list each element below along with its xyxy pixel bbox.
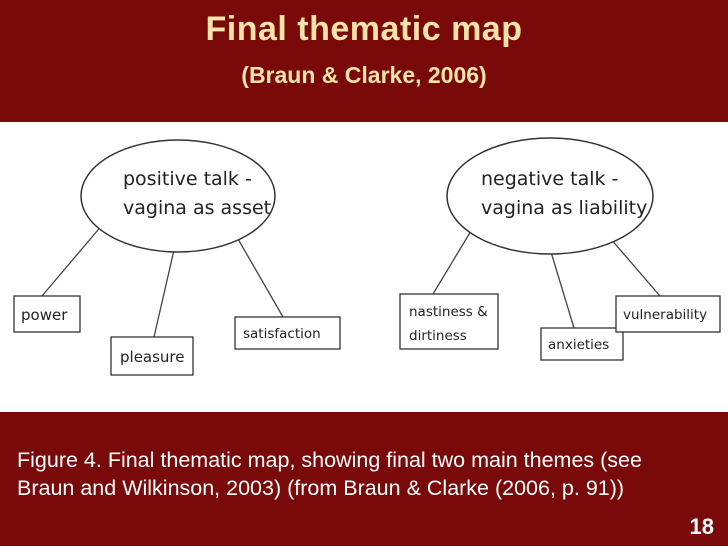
subtheme-satisfaction-label: satisfaction xyxy=(243,326,321,342)
thematic-map-diagram: positive talk - vagina as asset negative… xyxy=(13,137,721,376)
subtheme-power: power xyxy=(13,295,81,333)
subtheme-pleasure-label: pleasure xyxy=(120,348,185,366)
theme-negative-line2: vagina as liability xyxy=(481,197,647,219)
subtheme-vulnerability-label: vulnerability xyxy=(623,307,707,323)
subtheme-nastiness-line1: nastiness & xyxy=(409,304,488,320)
subtheme-pleasure: pleasure xyxy=(110,336,194,376)
subtheme-anxieties-label: anxieties xyxy=(548,337,609,353)
theme-positive-line2: vagina as asset xyxy=(123,197,271,219)
subtheme-vulnerability: vulnerability xyxy=(615,295,721,333)
subtheme-satisfaction: satisfaction xyxy=(234,316,341,350)
page-number: 18 xyxy=(689,514,714,539)
thematic-map-figure: positive talk - vagina as asset negative… xyxy=(0,122,728,412)
edge-negative-anxieties xyxy=(550,251,575,329)
theme-negative-line1: negative talk - xyxy=(481,168,618,190)
figure-caption: Figure 4. Final thematic map, showing fi… xyxy=(17,448,642,500)
subtheme-nastiness-dirtiness: nastiness & dirtiness xyxy=(399,293,499,350)
edge-positive-power xyxy=(41,223,104,297)
theme-positive-line1: positive talk - xyxy=(123,168,252,190)
theme-node-negative: negative talk - vagina as liability xyxy=(446,137,654,255)
slide-title: Final thematic map xyxy=(205,10,523,48)
edge-negative-vulnerability xyxy=(609,237,661,297)
subtheme-power-label: power xyxy=(21,306,68,324)
edge-negative-nastiness xyxy=(432,225,475,295)
subtheme-nastiness-line2: dirtiness xyxy=(409,328,467,344)
subtheme-anxieties: anxieties xyxy=(540,327,624,361)
theme-node-positive: positive talk - vagina as asset xyxy=(80,139,276,253)
edge-positive-pleasure xyxy=(153,249,175,338)
edge-positive-satisfaction xyxy=(237,238,284,318)
slide-subtitle: (Braun & Clarke, 2006) xyxy=(241,62,487,88)
